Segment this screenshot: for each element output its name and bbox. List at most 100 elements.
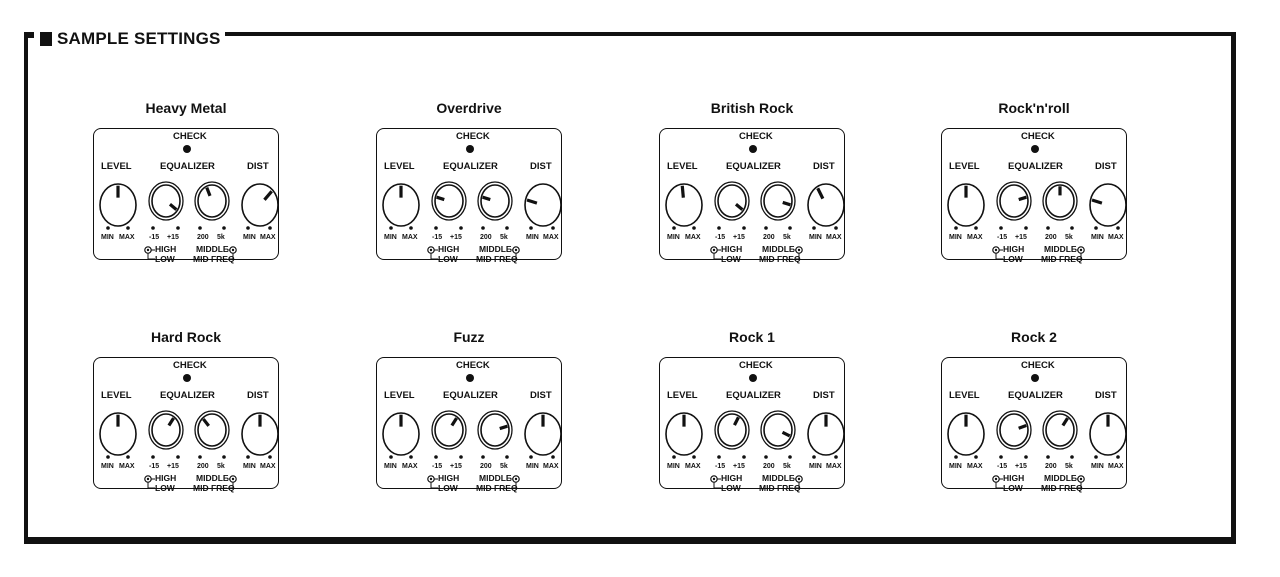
dist-min-label: MIN xyxy=(809,234,822,241)
level-knob[interactable] xyxy=(947,412,985,456)
dist-min-label: MIN xyxy=(1091,463,1104,470)
tone-minus-label: -15 xyxy=(149,463,160,470)
eq-tone-knob[interactable] xyxy=(148,181,184,221)
dist-knob[interactable] xyxy=(524,412,562,456)
eq-middle-knob-pointer xyxy=(202,418,210,427)
midfreq-label: MID FREQ xyxy=(759,483,801,493)
check-led-icon xyxy=(183,374,191,382)
dist-knob[interactable] xyxy=(241,412,279,456)
low-label: LOW xyxy=(155,483,175,493)
level-knob[interactable] xyxy=(99,183,137,227)
eq-tone-knob[interactable] xyxy=(996,181,1032,221)
middle-label: MIDDLE xyxy=(479,244,512,254)
tone-plus-label: +15 xyxy=(450,234,462,241)
eq-tone-knob-pointer xyxy=(734,203,744,211)
tone-minus-label: -15 xyxy=(715,234,726,241)
level-max-label: MAX xyxy=(402,463,418,470)
eq-middle-knob-pointer xyxy=(781,430,791,438)
freq-5k-label: 5k xyxy=(217,463,225,470)
tone-plus-label: +15 xyxy=(167,234,179,241)
low-label: LOW xyxy=(438,483,458,493)
level-knob-pointer xyxy=(680,185,685,198)
high-low-selector xyxy=(992,246,1003,260)
indicator-dot xyxy=(222,455,226,459)
high-label: HIGH xyxy=(155,244,177,254)
preset-name: Heavy Metal xyxy=(145,100,227,116)
equalizer-label: EQUALIZER xyxy=(443,161,498,172)
indicator-dot xyxy=(176,455,180,459)
indicator-dot xyxy=(551,226,555,230)
dist-knob[interactable] xyxy=(1089,412,1127,456)
check-led-icon xyxy=(183,145,191,153)
check-led-icon xyxy=(466,374,474,382)
eq-middle-knob[interactable] xyxy=(477,410,513,450)
middle-freq-selector xyxy=(793,475,803,489)
dist-knob[interactable] xyxy=(807,412,845,456)
level-min-label: MIN xyxy=(101,234,114,241)
panel-graphics xyxy=(665,145,845,260)
dist-knob[interactable] xyxy=(807,183,845,227)
indicator-dot xyxy=(742,226,746,230)
level-knob[interactable] xyxy=(99,412,137,456)
panel-graphics xyxy=(947,374,1127,489)
dist-knob[interactable] xyxy=(241,183,279,227)
level-knob[interactable] xyxy=(947,183,985,227)
freq-5k-label: 5k xyxy=(783,463,791,470)
dist-min-label: MIN xyxy=(526,234,539,241)
middle-freq-selector xyxy=(793,246,803,260)
preset-name: Overdrive xyxy=(436,100,502,116)
check-led-icon xyxy=(749,374,757,382)
panel-graphics xyxy=(99,145,279,260)
sample-settings-frame xyxy=(24,32,1236,544)
dist-max-label: MAX xyxy=(826,234,842,241)
eq-middle-knob[interactable] xyxy=(194,410,230,450)
level-knob[interactable] xyxy=(382,412,420,456)
eq-tone-knob[interactable] xyxy=(431,410,467,450)
equalizer-label: EQUALIZER xyxy=(160,390,215,401)
indicator-dot xyxy=(812,226,816,230)
dist-knob-pointer xyxy=(263,190,273,201)
preset-name: Rock'n'roll xyxy=(998,100,1070,116)
eq-middle-knob[interactable] xyxy=(760,410,796,450)
freq-5k-label: 5k xyxy=(1065,463,1073,470)
indicator-dot xyxy=(672,226,676,230)
level-max-label: MAX xyxy=(685,234,701,241)
midfreq-label: MID FREQ xyxy=(476,483,518,493)
level-knob[interactable] xyxy=(665,412,703,456)
eq-tone-knob[interactable] xyxy=(714,181,750,221)
eq-tone-knob[interactable] xyxy=(714,410,750,450)
level-label: LEVEL xyxy=(101,390,132,401)
indicator-dot xyxy=(389,455,393,459)
eq-middle-knob[interactable] xyxy=(760,181,796,221)
eq-middle-knob[interactable] xyxy=(1042,181,1078,221)
eq-middle-knob[interactable] xyxy=(194,181,230,221)
high-low-selector xyxy=(144,475,155,489)
check-label: CHECK xyxy=(739,360,773,371)
level-knob[interactable] xyxy=(665,183,703,227)
indicator-dot xyxy=(409,226,413,230)
middle-label: MIDDLE xyxy=(196,473,229,483)
indicator-dot xyxy=(198,226,202,230)
midfreq-label: MID FREQ xyxy=(759,254,801,264)
tone-plus-label: +15 xyxy=(450,463,462,470)
eq-middle-knob[interactable] xyxy=(1042,410,1078,450)
middle-freq-selector xyxy=(227,475,237,489)
eq-tone-knob[interactable] xyxy=(148,410,184,450)
preset-name: British Rock xyxy=(710,100,794,116)
freq-5k-label: 5k xyxy=(217,234,225,241)
check-led-icon xyxy=(1031,374,1039,382)
indicator-dot xyxy=(126,226,130,230)
eq-tone-knob[interactable] xyxy=(996,410,1032,450)
level-knob[interactable] xyxy=(382,183,420,227)
tone-plus-label: +15 xyxy=(733,463,745,470)
tone-minus-label: -15 xyxy=(997,463,1008,470)
dist-knob[interactable] xyxy=(1089,183,1127,227)
dist-label: DIST xyxy=(813,390,835,401)
eq-middle-knob[interactable] xyxy=(477,181,513,221)
dist-label: DIST xyxy=(530,390,552,401)
preset-name: Rock 2 xyxy=(1011,329,1057,345)
indicator-dot xyxy=(764,455,768,459)
eq-tone-knob[interactable] xyxy=(431,181,467,221)
dist-knob[interactable] xyxy=(524,183,562,227)
middle-freq-selector xyxy=(1075,475,1085,489)
